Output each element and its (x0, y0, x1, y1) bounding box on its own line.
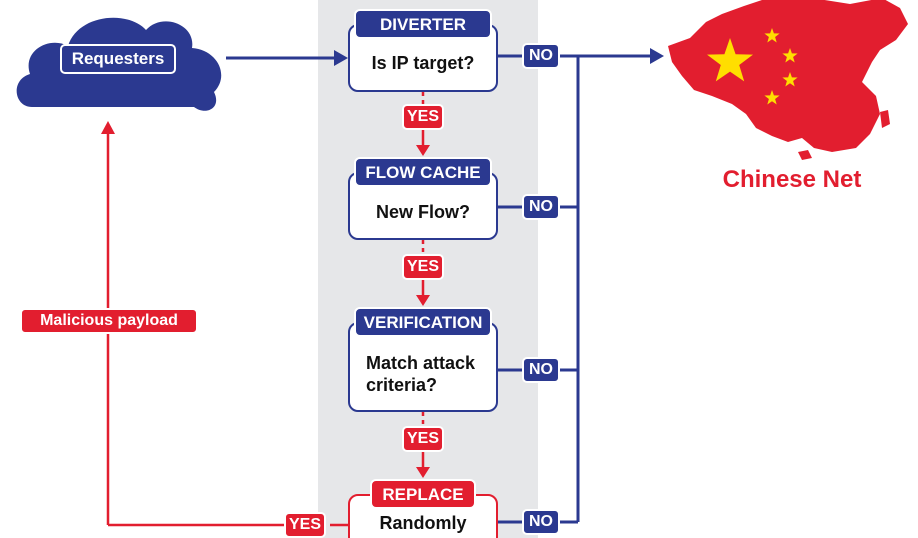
flow-cache-header: FLOW CACHE (354, 157, 492, 187)
verification-box: Match attack criteria? (348, 322, 498, 412)
diverter-question: Is IP target? (371, 52, 475, 73)
hainan-island (798, 150, 812, 160)
replace-text: Randomly (379, 513, 467, 533)
large-star-icon (707, 38, 753, 82)
verification-header: VERIFICATION (354, 307, 492, 337)
verification-question: Match attack criteria? (366, 352, 476, 396)
china-map (668, 0, 908, 152)
chinese-net-label: Chinese Net (722, 166, 862, 193)
diverter-no-tag: NO (522, 43, 560, 69)
small-star-icon (782, 72, 798, 87)
flow-cache-no-tag: NO (522, 194, 560, 220)
replace-header: REPLACE (370, 479, 476, 509)
flow-cache-question: New Flow? (376, 201, 470, 222)
replace-yes-tag: YES (284, 512, 326, 538)
replace-no-tag: NO (522, 509, 560, 535)
taiwan-island (880, 110, 890, 128)
verification-no-tag: NO (522, 357, 560, 383)
malicious-payload-label: Malicious payload (20, 308, 198, 334)
diverter-header: DIVERTER (354, 9, 492, 39)
small-star-icon (764, 90, 780, 105)
small-star-icon (764, 28, 780, 43)
requesters-label: Requesters (60, 44, 176, 74)
flow-cache-yes-tag: YES (402, 254, 444, 280)
diverter-yes-tag: YES (402, 104, 444, 130)
verification-yes-tag: YES (402, 426, 444, 452)
small-star-icon (782, 48, 798, 63)
